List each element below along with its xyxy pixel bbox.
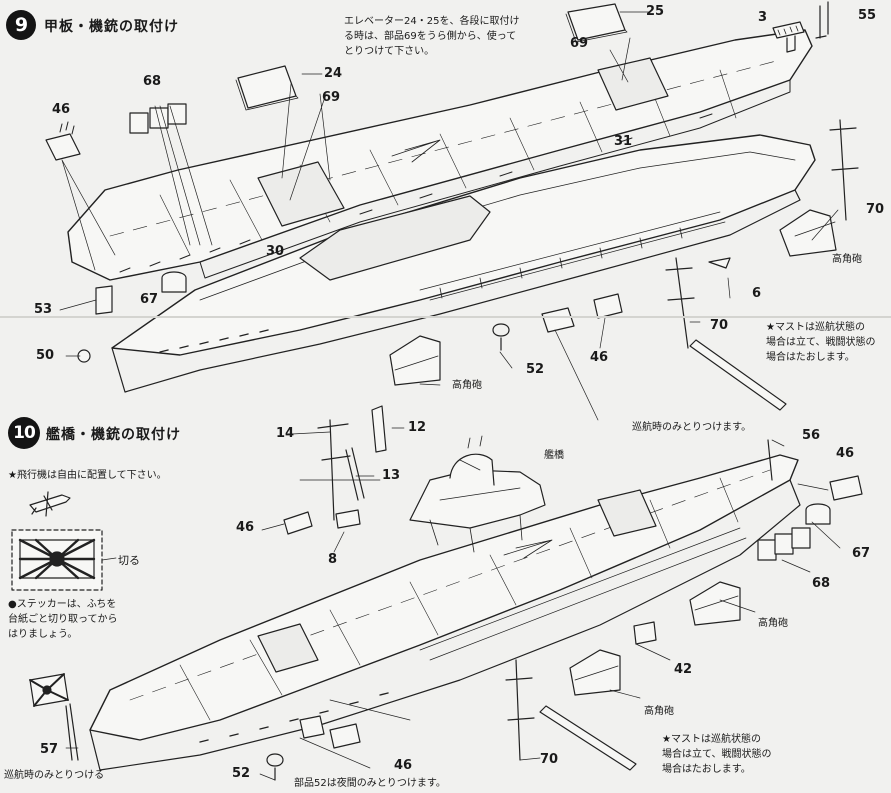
part-55-mast	[815, 1, 829, 39]
elevator-note-line-1: エレベーター24・25を、各段に取付け	[344, 16, 520, 27]
part-label-57: 57	[40, 742, 59, 757]
part-label-68-10: 68	[812, 576, 831, 591]
part-label-8: 8	[328, 552, 338, 567]
step9-gun-shields-68	[129, 103, 187, 134]
step-9-title: 甲板・機銃の取付け	[44, 19, 179, 35]
step10-shields-68	[757, 527, 811, 561]
step10-guns-46-right	[829, 475, 863, 501]
step9-aa-gun-bottom	[389, 335, 441, 386]
part-label-6: 6	[752, 286, 762, 301]
part-label-24: 24	[324, 66, 343, 81]
step9-mast-note-line-1: ★マストは巡航状態の	[766, 322, 865, 333]
step-9-badge: 9	[6, 10, 36, 40]
part-label-70-10: 70	[540, 752, 559, 767]
rising-sun-sticker-icon	[11, 529, 103, 591]
part-label-56: 56	[802, 428, 821, 443]
kakuho-label-a: 高角砲	[758, 618, 788, 629]
part-label-30: 30	[266, 244, 285, 259]
part-label-31: 31	[614, 134, 633, 149]
step9-aa-gun-right	[779, 209, 837, 257]
cruise-note-57: 巡航時のみとりつける	[4, 770, 105, 781]
step10-mast-70a	[505, 659, 535, 761]
part-label-14: 14	[276, 426, 295, 441]
step9-flight-deck	[67, 29, 813, 281]
step10-carrier	[89, 454, 801, 771]
step10-mast-note-line-3: 場合はたおします。	[662, 764, 751, 775]
step10-aa-gun-b	[569, 649, 621, 696]
step10-mast-note-line-1: ★マストは巡航状態の	[662, 734, 761, 745]
step10-mast-56	[767, 439, 773, 481]
night-note-52: 部品52は夜間のみとりつけます。	[294, 778, 446, 789]
part-label-55: 55	[858, 8, 877, 23]
part-label-46c-10: 46	[394, 758, 413, 773]
step-10-badge: 10	[8, 417, 40, 449]
part-label-12: 12	[408, 420, 427, 435]
step10-part-52	[266, 753, 284, 781]
part-52-searchlight	[492, 323, 510, 351]
part-label-25: 25	[646, 4, 665, 19]
step9-mast-70a	[829, 119, 859, 221]
step10-guns-46-left	[283, 509, 361, 535]
part-label-67-10: 67	[852, 546, 871, 561]
step10-mast-70b	[539, 705, 637, 771]
sticker-note-line-3: はりましょう。	[8, 629, 78, 640]
step10-masts-12-14	[317, 405, 387, 521]
cut-label: 切る	[118, 554, 140, 567]
step10-part-67	[805, 503, 831, 525]
part-label-69a: 69	[570, 36, 589, 51]
step9-guns-46	[541, 293, 623, 333]
step9-gun-46	[45, 121, 81, 161]
step9-mast-note-line-3: 場合はたおします。	[766, 352, 855, 363]
step10-aa-gun-a	[689, 581, 741, 626]
kakuho-label-right: 高角砲	[832, 254, 862, 265]
step9-mast-70b	[665, 257, 695, 349]
cruise-note-56: 巡航時のみとりつけます。	[632, 422, 752, 433]
part-label-46a: 46	[236, 520, 255, 535]
step9-hull	[111, 134, 816, 393]
elevator-part-25	[567, 3, 626, 41]
part-label-3: 3	[758, 10, 768, 25]
part-label-69b: 69	[322, 90, 341, 105]
sticker-note-line-2: 台紙ごと切り取ってから	[8, 614, 118, 625]
elevator-part-24	[237, 65, 297, 109]
ensign-flag-57	[29, 673, 79, 761]
step10-mast-note-line-2: 場合は立て、戦闘状態の	[662, 749, 772, 760]
kakuho-label-b: 高角砲	[644, 706, 674, 717]
step10-part-42	[633, 621, 657, 645]
aircraft-icon	[29, 491, 71, 517]
part-label-70b: 70	[710, 318, 729, 333]
part-label-42: 42	[674, 662, 693, 677]
part-67	[161, 271, 187, 293]
sticker-note-line-1: ●ステッカーは、ふちを	[8, 599, 117, 610]
elevator-note-line-3: とりつけて下さい。	[344, 46, 435, 57]
part-label-13: 13	[382, 468, 401, 483]
part-53	[95, 285, 113, 315]
aircraft-note: ★飛行機は自由に配置して下さい。	[8, 470, 167, 481]
part-label-46b-10: 46	[836, 446, 855, 461]
part-label-53: 53	[34, 302, 53, 317]
part-label-68: 68	[143, 74, 162, 89]
bridge-label: 艦橋	[544, 450, 564, 461]
part-label-46b: 46	[590, 350, 609, 365]
kakuho-label-bottom: 高角砲	[452, 380, 482, 391]
part-label-52: 52	[526, 362, 545, 377]
page-fold-line	[0, 316, 891, 318]
step10-guns-46-bottom	[299, 715, 361, 749]
part-label-50: 50	[36, 348, 55, 363]
step-10-title: 艦橋・機銃の取付け	[46, 427, 181, 443]
part-6	[708, 257, 731, 269]
step10-island-bridge	[409, 435, 546, 553]
part-label-46: 46	[52, 102, 71, 117]
part-label-70a: 70	[866, 202, 885, 217]
part-3-rack	[772, 21, 805, 53]
elevator-note-line-2: る時は、部品69をうら側から、使って	[344, 31, 517, 42]
step9-mast-note-line-2: 場合は立て、戦闘状態の	[766, 337, 876, 348]
part-label-67: 67	[140, 292, 159, 307]
step9-mast-flat	[689, 339, 787, 411]
part-label-52-10: 52	[232, 766, 251, 781]
